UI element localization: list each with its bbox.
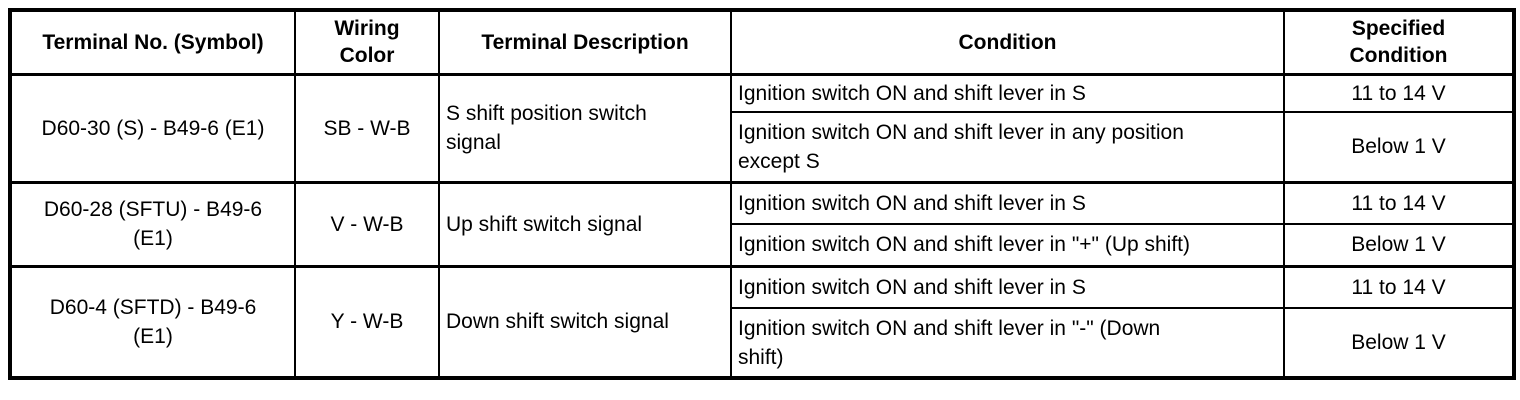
terminal-cell: D60-28 (SFTU) - B49-6 (E1): [9, 180, 296, 267]
specified-condition-cell: 11 to 14 V: [1283, 264, 1515, 309]
table-row: Ignition switch ON and shift lever in "+…: [10, 223, 1515, 267]
column-header-wiring-color: Wiring Color: [294, 9, 440, 76]
description-cell: S shift position switch signal: [438, 72, 732, 183]
wiring-color-cell: SB - W-B: [294, 72, 440, 183]
column-header-condition: Condition: [730, 9, 1285, 76]
table-row: D60-30 (S) - B49-6 (E1) SB - W-B S shift…: [9, 72, 1515, 183]
table-row: Ignition switch ON and shift lever in "-…: [10, 307, 1515, 379]
column-header-terminal-description: Terminal Description: [438, 9, 732, 76]
condition-cell: Ignition switch ON and shift lever in S: [730, 72, 1285, 113]
terminal-cell: D60-30 (S) - B49-6 (E1): [9, 72, 296, 183]
condition-cell: Ignition switch ON and shift lever in an…: [730, 111, 1285, 183]
specified-condition-cell: Below 1 V: [1283, 111, 1515, 183]
description-cell: Down shift switch signal: [438, 264, 732, 379]
header-row: Terminal No. (Symbol) Wiring Color Termi…: [9, 9, 1515, 76]
condition-cell: Ignition switch ON and shift lever in S: [730, 264, 1285, 309]
column-header-specified-condition: Specified Condition: [1283, 9, 1515, 76]
terminal-spec-table: Terminal No. (Symbol) Wiring Color Termi…: [8, 8, 1516, 380]
wiring-color-cell: V - W-B: [294, 180, 440, 267]
table-row: Ignition switch ON and shift lever in an…: [10, 111, 1515, 183]
specified-condition-cell: Below 1 V: [1283, 223, 1515, 267]
table-row: D60-28 (SFTU) - B49-6 (E1) V - W-B Up sh…: [9, 180, 1515, 267]
table-row: D60-4 (SFTD) - B49-6 (E1) Y - W-B Down s…: [9, 264, 1515, 379]
description-cell: Up shift switch signal: [438, 180, 732, 267]
column-header-terminal-no: Terminal No. (Symbol): [9, 9, 296, 76]
condition-cell: Ignition switch ON and shift lever in S: [730, 180, 1285, 225]
specified-condition-cell: 11 to 14 V: [1283, 180, 1515, 225]
wiring-color-cell: Y - W-B: [294, 264, 440, 379]
specified-condition-cell: Below 1 V: [1283, 307, 1515, 379]
condition-cell: Ignition switch ON and shift lever in "-…: [730, 307, 1285, 379]
specified-condition-cell: 11 to 14 V: [1283, 72, 1515, 113]
condition-cell: Ignition switch ON and shift lever in "+…: [730, 223, 1285, 267]
page: Terminal No. (Symbol) Wiring Color Termi…: [8, 8, 1516, 380]
terminal-cell: D60-4 (SFTD) - B49-6 (E1): [9, 264, 296, 379]
